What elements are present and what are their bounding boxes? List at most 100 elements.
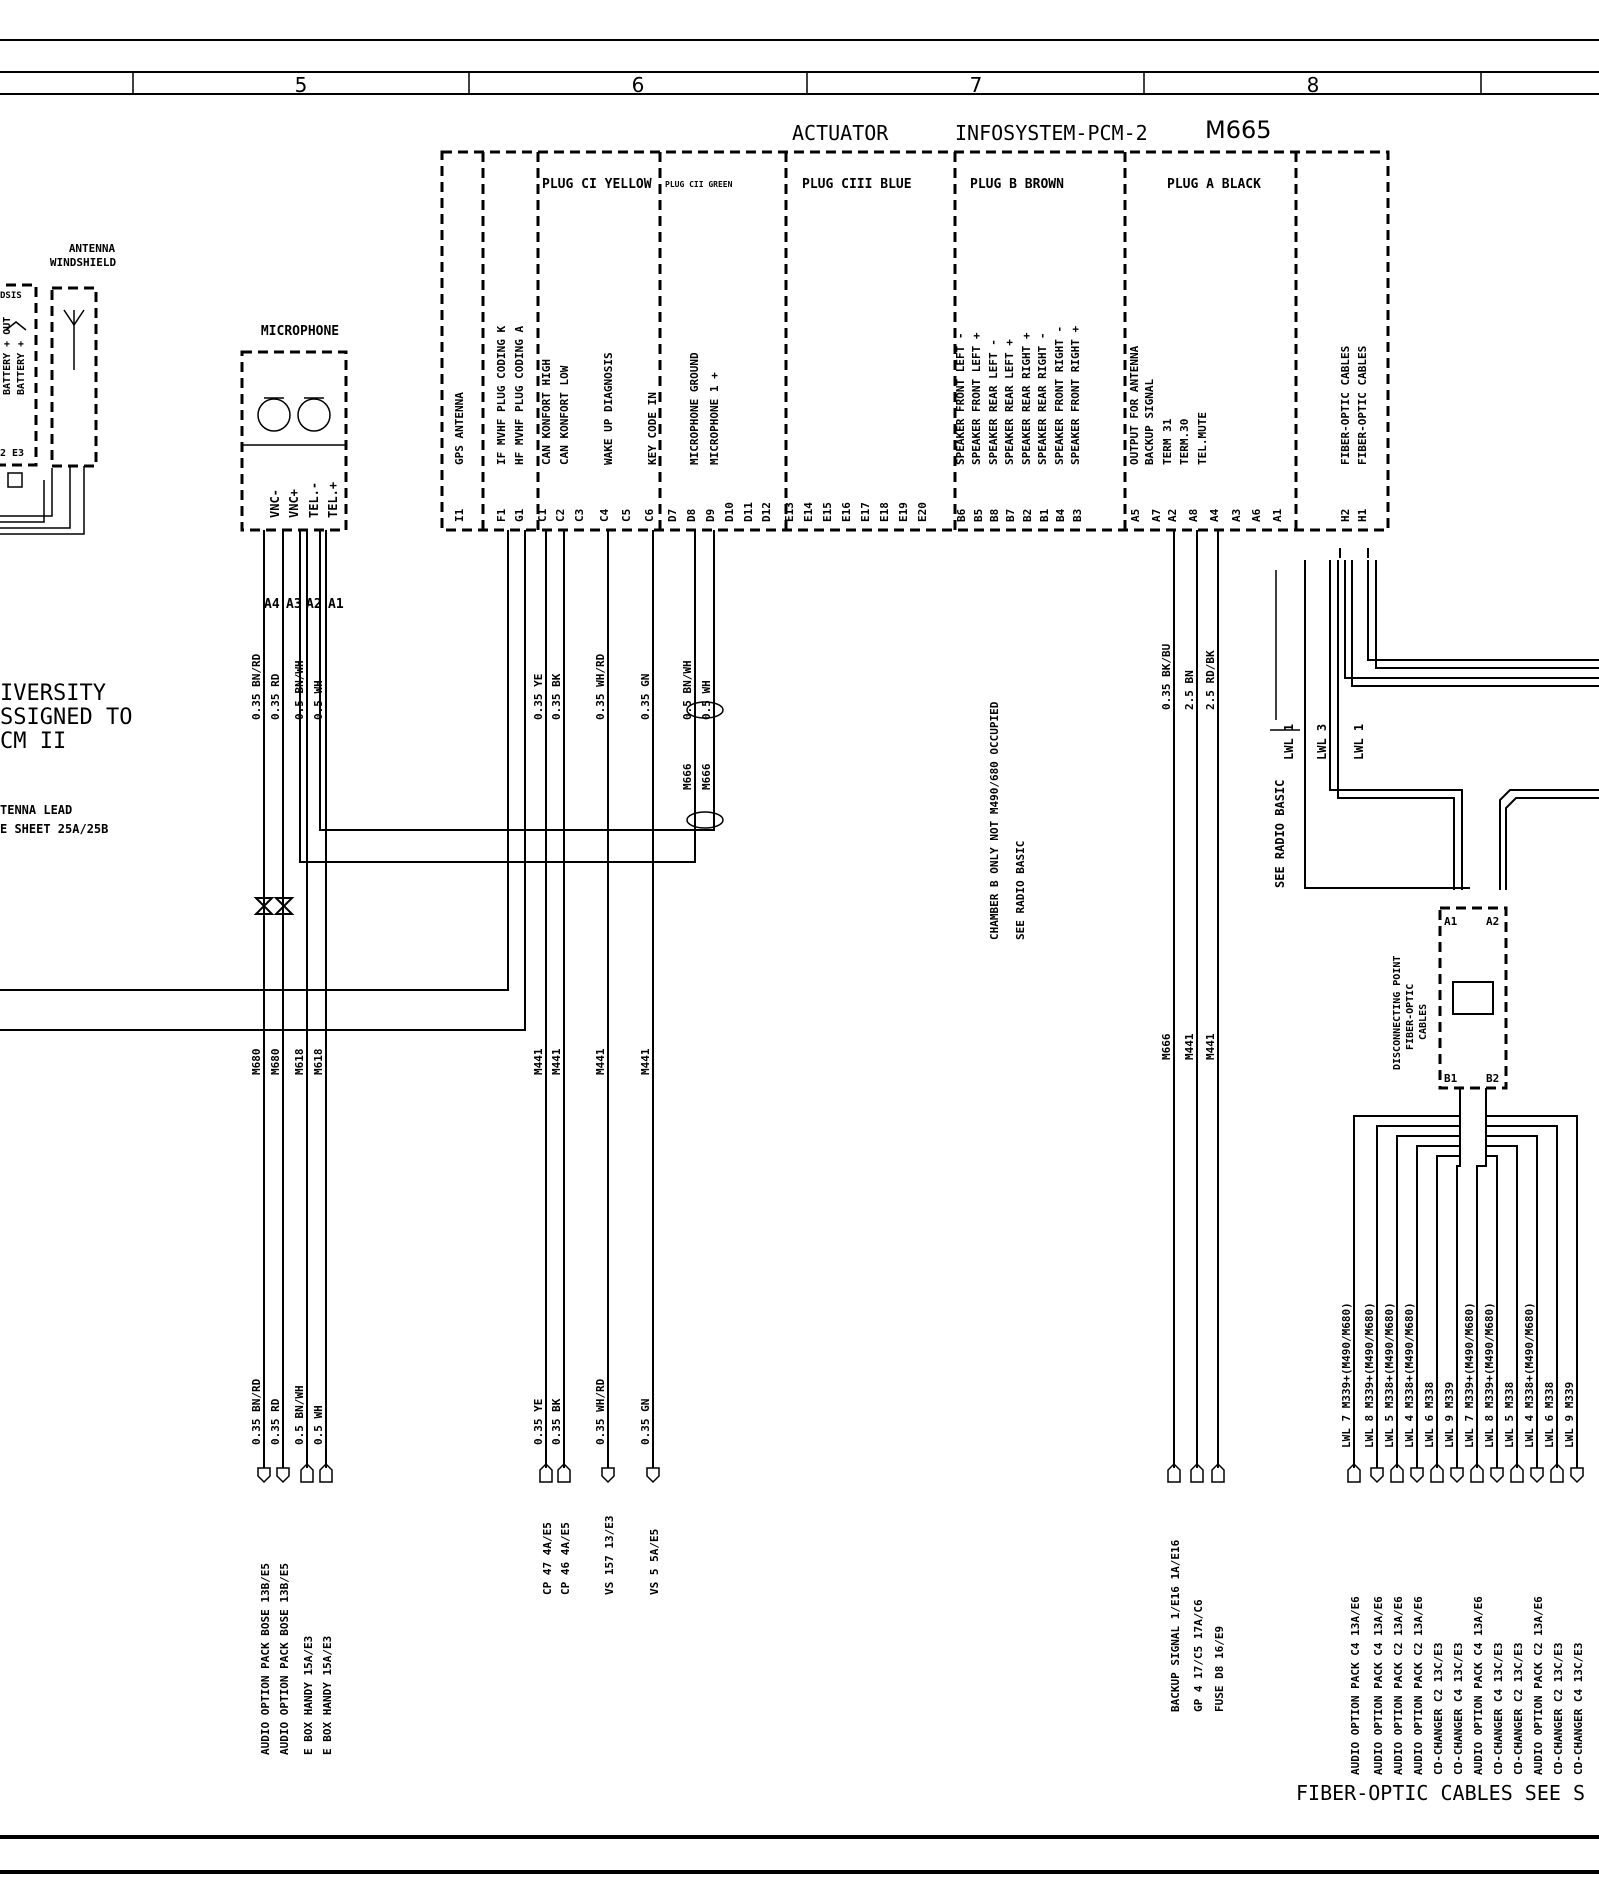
- destination-label: AUDIO OPTION PACK BOSE 13B/E5: [278, 1563, 291, 1755]
- destination-label: VS 157 13/E3: [603, 1516, 616, 1595]
- pin-label: WAKE UP DIAGNOSIS: [602, 352, 615, 465]
- pin-code: I1: [453, 508, 466, 522]
- pin-label: OUTPUT FOR ANTENNA: [1128, 345, 1141, 465]
- pin-label: TERM 31: [1161, 418, 1174, 465]
- pin-code: B2: [1021, 509, 1034, 522]
- destination-label: CD-CHANGER C4 13C/E3: [1492, 1643, 1505, 1775]
- pin-code: B3: [1071, 509, 1084, 522]
- wire-end-connector: [257, 1467, 271, 1484]
- wire-color-label: 0.5 BN/WH: [293, 660, 306, 720]
- lwl-upper-1: LWL 1: [1282, 724, 1296, 760]
- destination-label: CD-CHANGER C2 13C/E3: [1552, 1643, 1565, 1775]
- pin-code: E20: [916, 502, 929, 522]
- disconnect-label-1: DISCONNECTING POINT: [1392, 956, 1403, 1070]
- pin-code: A4: [1208, 508, 1221, 522]
- pin-code: D11: [742, 502, 755, 522]
- splice-symbol: [253, 897, 295, 915]
- fiber-end-connector: [1530, 1467, 1544, 1484]
- system-title: INFOSYSTEM-PCM-2: [955, 121, 1148, 145]
- destination-label: AUDIO OPTION PACK C2 13A/E6: [1412, 1596, 1425, 1775]
- pin-code: A8: [1187, 509, 1200, 522]
- column-number-8: 8: [1307, 73, 1320, 97]
- pin-code: E13: [783, 502, 796, 522]
- mic-pin-tel-plus: TEL.+: [326, 482, 340, 518]
- wire-end-connector: [300, 1462, 314, 1483]
- pin-label: SPEAKER REAR LEFT -: [987, 339, 1000, 465]
- plug-cii-label: PLUG CII GREEN: [665, 180, 733, 189]
- lwl-label: LWL 6 M338: [1423, 1382, 1436, 1448]
- pin-code: D7: [666, 509, 679, 522]
- fiber-optic-upper-routing: [1270, 548, 1599, 890]
- plug-b-label: PLUG B BROWN: [970, 177, 1064, 192]
- disconnect-pin-b2: B2: [1486, 1072, 1499, 1085]
- wire-ref-label: M618: [312, 1049, 325, 1076]
- pin-code: E14: [802, 502, 815, 522]
- lwl-upper-1b: LWL 1: [1352, 724, 1366, 760]
- pin-code: C6: [643, 508, 656, 522]
- pin-label: KEY CODE IN: [646, 392, 659, 465]
- pin-label: CAN KONFORT LOW: [558, 365, 571, 465]
- pin-code: E16: [840, 502, 853, 522]
- diversity-note-3: CM II: [0, 729, 66, 754]
- pin-code: D9: [704, 509, 717, 522]
- destination-label: AUDIO OPTION PACK C2 13A/E6: [1392, 1596, 1405, 1775]
- wire-ref-label: M441: [550, 1048, 563, 1075]
- wire-color-label: 0.5 WH: [312, 1405, 325, 1445]
- pin-code: C5: [620, 509, 633, 522]
- pin-code: B6: [955, 508, 968, 522]
- diversity-note-2: SSIGNED TO: [0, 705, 132, 730]
- pin-label: TERM.30: [1178, 419, 1191, 465]
- diversity-note-1: IVERSITY: [0, 681, 106, 706]
- fiber-end-connector: [1470, 1462, 1484, 1483]
- column-number-7: 7: [970, 73, 983, 97]
- pin-code: E19: [897, 502, 910, 522]
- disconnect-pin-b1: B1: [1444, 1072, 1458, 1085]
- wire-color-label: 2.5 BN: [1183, 670, 1196, 710]
- pin-label: FIBER-OPTIC CABLES: [1339, 346, 1352, 465]
- antenna-icon: [63, 309, 85, 370]
- mic-pin-vnc-plus: VNC+: [287, 489, 301, 518]
- wire-ref-label: M441: [1183, 1033, 1196, 1060]
- pin-label: HF MVHF PLUG CODING A: [513, 326, 526, 465]
- wire-ref-label: M441: [1204, 1033, 1217, 1060]
- destination-label: AUDIO OPTION PACK C4 13A/E6: [1349, 1596, 1362, 1775]
- wire-ref-label: M441: [532, 1048, 545, 1075]
- destination-label: VS 5 5A/E5: [648, 1529, 661, 1595]
- pin-label: SPEAKER FRONT RIGHT +: [1069, 326, 1082, 465]
- pin-code: H2: [1339, 509, 1352, 522]
- fiber-end-connector: [1450, 1467, 1464, 1484]
- mic-connector-a1: A1: [328, 597, 344, 612]
- pin-code: B8: [988, 509, 1001, 522]
- pin-label: CAN KONFORT HIGH: [540, 359, 553, 465]
- pin-code: D12: [760, 502, 773, 522]
- wire-ref-label: M666: [1160, 1033, 1173, 1060]
- antenna-leads: [0, 466, 85, 535]
- pin-label: MICROPHONE GROUND: [688, 352, 701, 465]
- pin-code: D10: [723, 502, 736, 522]
- destination-label: CD-CHANGER C2 13C/E3: [1512, 1643, 1525, 1775]
- microphone-box: [240, 350, 348, 532]
- pin-code: A1: [1271, 508, 1284, 522]
- pin-code: B5: [972, 509, 985, 522]
- lwl-label: LWL 4 M338+(M490/M680): [1403, 1302, 1416, 1448]
- antenna-box: [50, 286, 98, 468]
- pin-code: C4: [598, 508, 611, 522]
- mic-pin-tel-minus: TEL.-: [307, 482, 321, 518]
- disconnecting-point-plug: [1452, 981, 1494, 1015]
- fiber-end-connector: [1370, 1467, 1384, 1484]
- wire-ref-label: M618: [293, 1049, 306, 1076]
- pin-label: FIBER-OPTIC CABLES: [1356, 346, 1369, 465]
- lwl-label: LWL 8 M339+(M490/M680): [1483, 1302, 1496, 1448]
- lwl-label: LWL 8 M339+(M490/M680): [1363, 1302, 1376, 1448]
- pin-code: C3: [573, 509, 586, 522]
- lwl-upper-3: LWL 3: [1315, 724, 1329, 760]
- pin-label: SPEAKER FRONT RIGHT -: [1053, 326, 1066, 465]
- microphone-title: MICROPHONE: [261, 324, 339, 339]
- disconnect-label-3: CABLES: [1418, 1004, 1429, 1040]
- destination-label: BACKUP SIGNAL 1/E16 1A/E16: [1169, 1539, 1182, 1712]
- mic-connector-a2: A2: [306, 597, 322, 612]
- pin-label: TEL.MUTE: [1196, 412, 1209, 465]
